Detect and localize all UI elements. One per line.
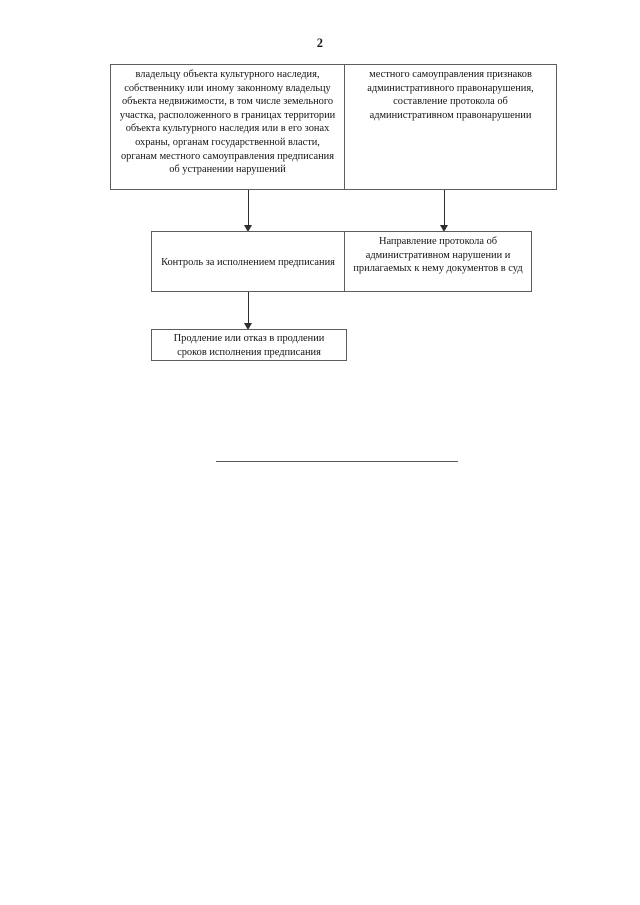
flowchart-box-mid-right-text: Направление протокола об административно… [353, 236, 523, 275]
page-number: 2 [316, 36, 324, 50]
arrowhead-down-icon-right [440, 225, 448, 232]
flowchart-box-top-right: местного самоуправления признаков админи… [344, 64, 557, 190]
flowchart-box-top-left-text: владельцу объекта культурного наследия, … [119, 69, 336, 176]
arrowhead-down-icon-bottom [244, 323, 252, 330]
flowchart-box-mid-right: Направление протокола об административно… [344, 231, 532, 292]
flowchart-box-top-right-text: местного самоуправления признаков админи… [367, 69, 534, 121]
flowchart-box-top-left: владельцу объекта культурного наследия, … [110, 64, 345, 190]
flowchart-box-mid-left: Контроль за исполнением предписания [151, 231, 345, 292]
connector-top-left-to-mid-left [248, 190, 249, 226]
connector-mid-left-to-bottom [248, 292, 249, 324]
connector-top-right-to-mid-right [444, 190, 445, 226]
flowchart-box-mid-left-text: Контроль за исполнением предписания [161, 257, 335, 269]
flowchart-box-bottom: Продление или отказ в продлении сроков и… [151, 329, 347, 361]
arrowhead-down-icon-left [244, 225, 252, 232]
footer-separator-rule [216, 461, 458, 462]
flowchart-box-bottom-text: Продление или отказ в продлении сроков и… [173, 333, 325, 358]
